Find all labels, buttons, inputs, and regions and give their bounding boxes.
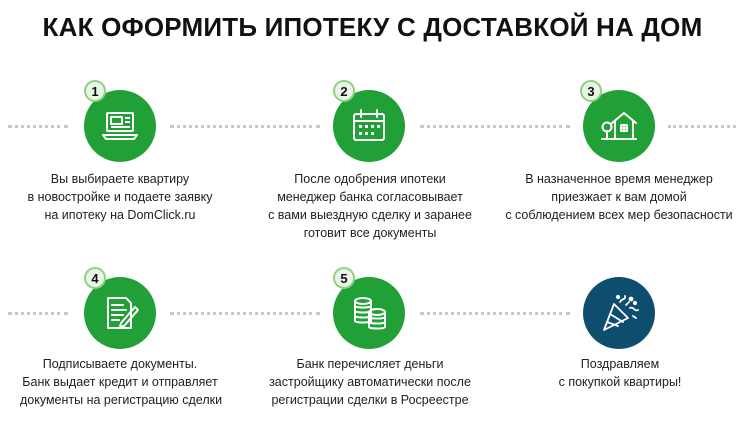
- step-3-circle: [583, 90, 655, 162]
- house-icon: [601, 112, 637, 140]
- step-4-circle: [84, 277, 156, 349]
- page-title: КАК ОФОРМИТЬ ИПОТЕКУ С ДОСТАВКОЙ НА ДОМ: [42, 12, 703, 42]
- document-pen-icon: [107, 297, 139, 329]
- connector-line: [170, 125, 320, 128]
- coins-icon: [354, 297, 386, 330]
- step-4-caption: Подписываете документы. Банк выдает кред…: [20, 357, 223, 407]
- step-1-circle: [84, 90, 156, 162]
- calendar-icon: [353, 109, 385, 141]
- step-2-circle: [333, 90, 405, 162]
- step-3-number: 3: [580, 80, 602, 102]
- step-1-caption: Вы выбираете квартиру в новостройке и по…: [27, 172, 213, 222]
- final-step-circle: [583, 277, 655, 349]
- laptop-icon: [102, 112, 138, 140]
- step-1-number: 1: [84, 80, 106, 102]
- step-2-number: 2: [333, 80, 355, 102]
- step-2-caption: После одобрения ипотеки менеджер банка с…: [268, 172, 472, 240]
- connector-line: [668, 125, 736, 128]
- step-3-caption: В назначенное время менеджер приезжает к…: [505, 172, 733, 222]
- connector-line: [170, 312, 320, 315]
- connector-line: [420, 125, 570, 128]
- connector-line: [420, 312, 570, 315]
- connector-line: [8, 312, 68, 315]
- connector-line: [8, 125, 68, 128]
- step-4-number: 4: [84, 267, 106, 289]
- step-5-caption: Банк перечисляет деньги застройщику авто…: [269, 357, 471, 407]
- step-5-circle: [333, 277, 405, 349]
- party-popper-icon: [603, 294, 639, 331]
- final-step-caption: Поздравляем с покупкой квартиры!: [558, 357, 682, 389]
- step-5-number: 5: [333, 267, 355, 289]
